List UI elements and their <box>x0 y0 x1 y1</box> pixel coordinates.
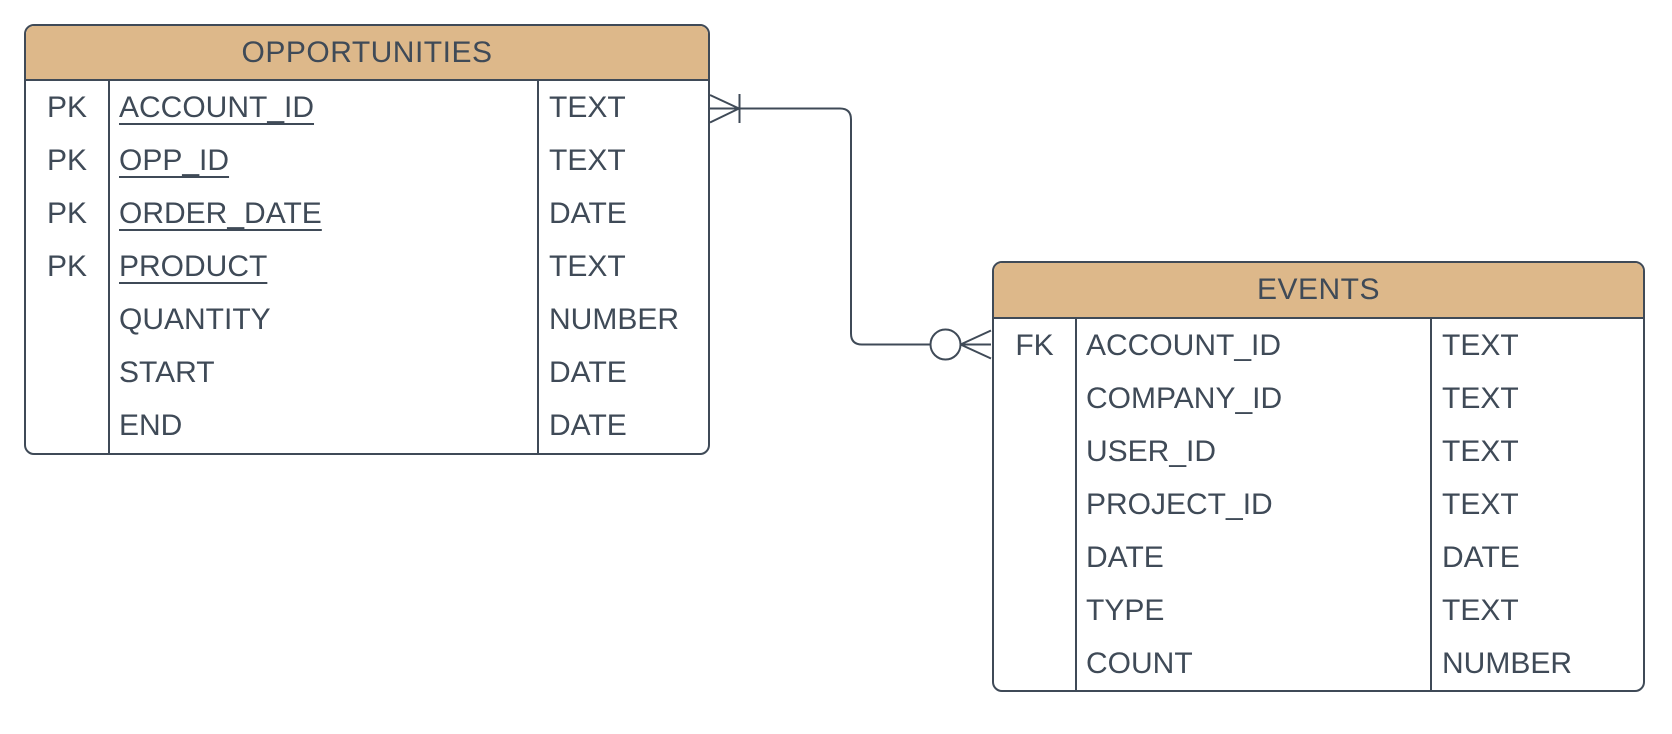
table-row: PK OPP_ID TEXT <box>26 134 708 188</box>
field-name: PRODUCT <box>110 240 539 294</box>
field-type: DATE <box>549 196 627 230</box>
entity-table-opportunities: OPPORTUNITIES PK ACCOUNT_ID TEXT PK OPP_… <box>24 24 710 455</box>
key-cell: PK <box>26 240 110 294</box>
table-title: EVENTS <box>994 263 1643 319</box>
field-type: NUMBER <box>1442 646 1573 680</box>
table-row: TYPE TEXT <box>994 584 1643 637</box>
field-name: PROJECT_ID <box>1077 478 1432 531</box>
field-name: DATE <box>1077 531 1432 584</box>
key-cell: PK <box>26 134 110 188</box>
key-cell <box>994 584 1077 637</box>
field-type: DATE <box>1442 540 1520 574</box>
key-cell: PK <box>26 187 110 241</box>
table-row: DATE DATE <box>994 531 1643 584</box>
field-type: TEXT <box>549 90 626 124</box>
zero-circle-icon <box>931 330 961 360</box>
field-type: TEXT <box>1442 434 1519 468</box>
field-type: TEXT <box>1442 593 1519 627</box>
key-cell: PK <box>26 81 110 135</box>
field-name: ACCOUNT_ID <box>1077 319 1432 372</box>
field-name: QUANTITY <box>110 293 539 347</box>
field-name: COUNT <box>1077 637 1432 690</box>
key-cell <box>994 372 1077 425</box>
table-row: PK ORDER_DATE DATE <box>26 187 708 241</box>
field-name: TYPE <box>1077 584 1432 637</box>
cardinality-one-or-many-marker <box>710 94 740 123</box>
key-cell <box>26 399 110 453</box>
table-body: FK ACCOUNT_ID TEXT COMPANY_ID TEXT USER_… <box>994 319 1643 690</box>
key-cell <box>26 346 110 400</box>
cardinality-zero-or-many-marker <box>931 330 992 360</box>
key-cell: FK <box>994 319 1077 372</box>
table-title: OPPORTUNITIES <box>26 26 708 81</box>
field-name: END <box>110 399 539 453</box>
table-row: PROJECT_ID TEXT <box>994 478 1643 531</box>
field-name: START <box>110 346 539 400</box>
field-type: DATE <box>549 356 627 390</box>
field-type: DATE <box>549 409 627 443</box>
entity-table-events: EVENTS FK ACCOUNT_ID TEXT COMPANY_ID TEX… <box>992 261 1645 692</box>
table-row: PK PRODUCT TEXT <box>26 240 708 294</box>
table-row: COUNT NUMBER <box>994 637 1643 690</box>
key-cell <box>994 425 1077 478</box>
field-type: TEXT <box>549 249 626 283</box>
table-row: QUANTITY NUMBER <box>26 293 708 347</box>
field-type: TEXT <box>1442 487 1519 521</box>
field-name: ACCOUNT_ID <box>110 81 539 135</box>
table-row: USER_ID TEXT <box>994 425 1643 478</box>
field-type: TEXT <box>1442 381 1519 415</box>
key-cell <box>994 531 1077 584</box>
field-name: USER_ID <box>1077 425 1432 478</box>
relationship-line <box>710 109 931 345</box>
field-type: TEXT <box>549 143 626 177</box>
key-cell <box>994 637 1077 690</box>
table-row: PK ACCOUNT_ID TEXT <box>26 81 708 135</box>
table-row: FK ACCOUNT_ID TEXT <box>994 319 1643 372</box>
key-cell <box>26 293 110 347</box>
key-cell <box>994 478 1077 531</box>
field-type: TEXT <box>1442 328 1519 362</box>
field-name: OPP_ID <box>110 134 539 188</box>
table-row: COMPANY_ID TEXT <box>994 372 1643 425</box>
field-type: NUMBER <box>549 303 680 337</box>
table-body: PK ACCOUNT_ID TEXT PK OPP_ID TEXT PK ORD… <box>26 81 708 453</box>
table-row: START DATE <box>26 346 708 400</box>
table-row: END DATE <box>26 399 708 453</box>
field-name: ORDER_DATE <box>110 187 539 241</box>
field-name: COMPANY_ID <box>1077 372 1432 425</box>
